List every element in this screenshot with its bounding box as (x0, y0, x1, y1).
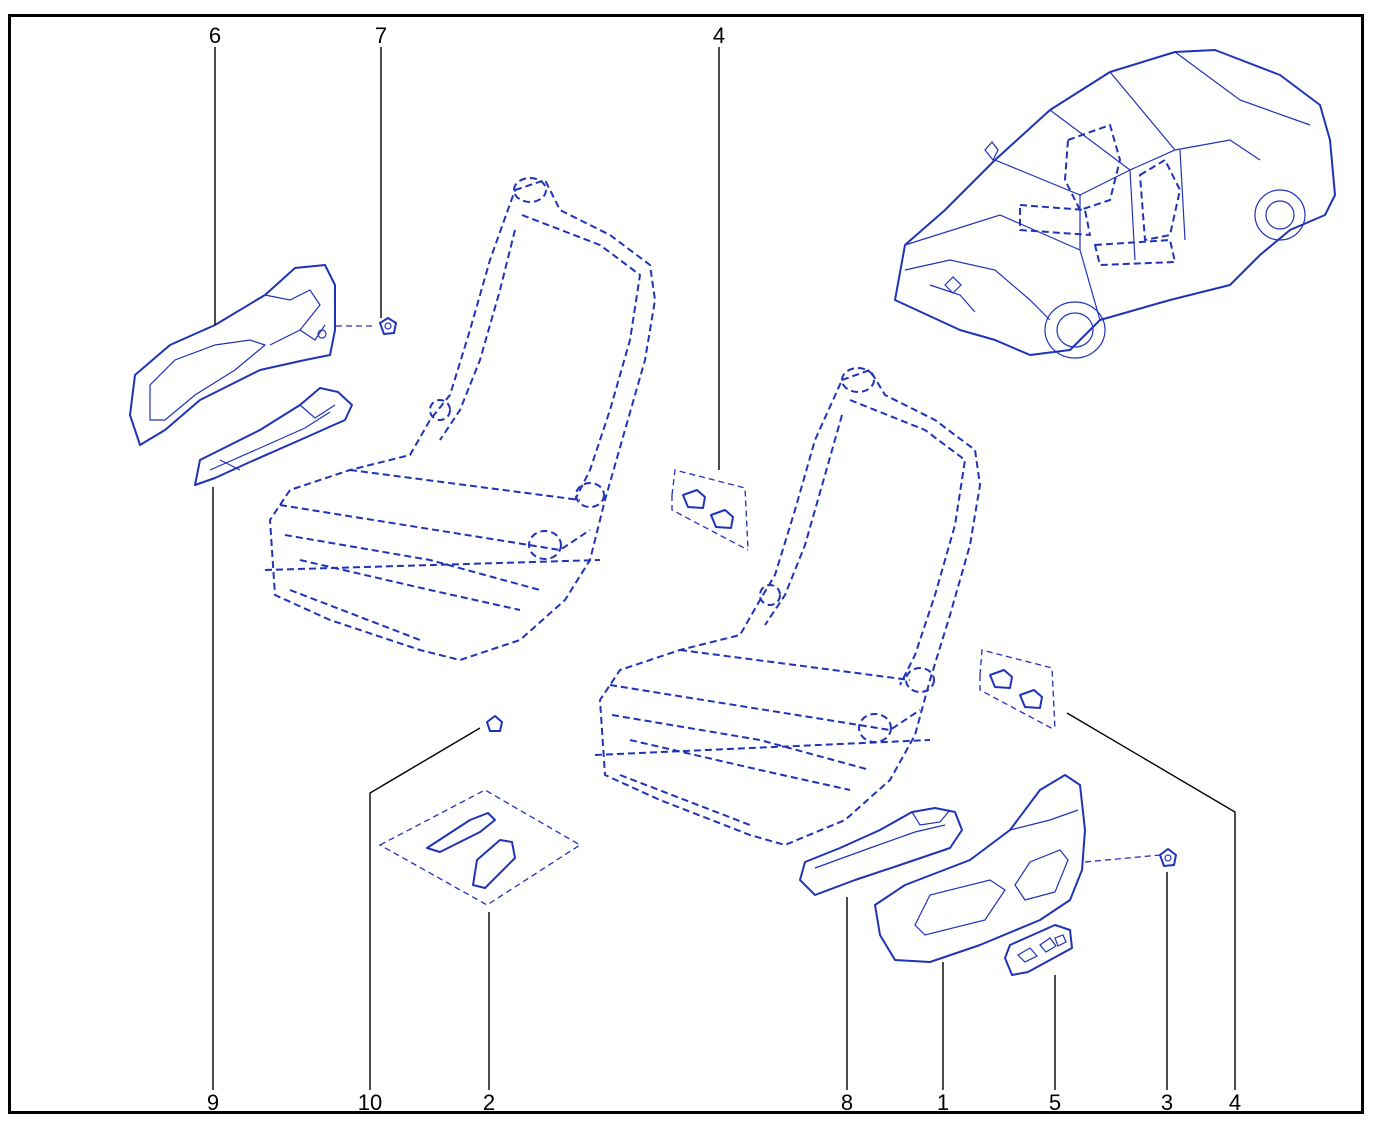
part-4-upper-clips (671, 469, 749, 551)
callout-numbers: 6 7 4 9 10 2 8 1 5 3 4 (207, 23, 1241, 1115)
part-9-left-inner-trim (194, 387, 353, 486)
callout-3: 3 (1161, 1090, 1173, 1115)
left-seat-frame (264, 177, 656, 661)
car-illustration (894, 49, 1336, 359)
callout-4-bottom: 4 (1229, 1090, 1241, 1115)
callout-2: 2 (483, 1090, 495, 1115)
diagram-frame (8, 14, 1364, 1114)
part-2-covers (378, 789, 582, 906)
right-seat-frame (594, 367, 981, 846)
part-7-clip (379, 317, 397, 335)
leader-lines (212, 47, 1236, 1090)
part-4-lower-clips (979, 649, 1056, 731)
callout-9: 9 (207, 1090, 219, 1115)
callout-6: 6 (209, 23, 221, 48)
callout-8: 8 (841, 1090, 853, 1115)
part-1-right-outer-trim (874, 774, 1161, 963)
part-10-clip (486, 715, 503, 732)
callout-7: 7 (375, 23, 387, 48)
callout-1: 1 (937, 1090, 949, 1115)
part-6-left-outer-trim (129, 264, 375, 446)
callout-5: 5 (1049, 1090, 1061, 1115)
part-5-switch-panel (1004, 924, 1073, 976)
callout-4-top: 4 (713, 23, 725, 48)
part-8-right-inner-trim (799, 807, 963, 896)
callout-10: 10 (358, 1090, 382, 1115)
part-3-clip (1159, 848, 1177, 867)
